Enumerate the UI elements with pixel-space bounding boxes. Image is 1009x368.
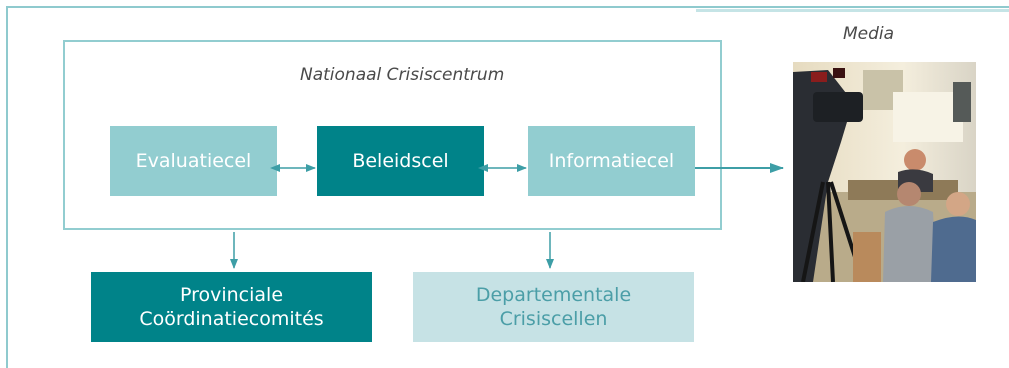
evaluatiecel-box: Evaluatiecel <box>110 126 277 196</box>
departementale-crisiscellen-box: Departementale Crisiscellen <box>413 272 694 342</box>
provinciale-coordinatiecomites-box: Provinciale Coördinatiecomités <box>91 272 372 342</box>
departementale-line1: Departementale <box>475 284 632 306</box>
provinciale-line2: Coördinatiecomités <box>139 308 324 330</box>
provinciale-line1: Provinciale <box>179 284 284 306</box>
frame-left-line <box>6 6 8 368</box>
nationaal-crisiscentrum-box <box>63 40 722 230</box>
evaluatiecel-label: Evaluatiecel <box>135 150 252 172</box>
informatiecel-box: Informatiecel <box>528 126 695 196</box>
media-label: Media <box>843 24 895 44</box>
informatiecel-label: Informatiecel <box>548 150 675 172</box>
beleidscel-label: Beleidscel <box>352 150 449 172</box>
frame-top-line <box>6 6 1009 8</box>
center-label: Nationaal Crisiscentrum <box>300 65 505 85</box>
frame-tab-accent <box>696 9 1009 12</box>
press-conference-photo <box>793 62 976 282</box>
beleidscel-box: Beleidscel <box>317 126 484 196</box>
departementale-line2: Crisiscellen <box>499 308 608 330</box>
